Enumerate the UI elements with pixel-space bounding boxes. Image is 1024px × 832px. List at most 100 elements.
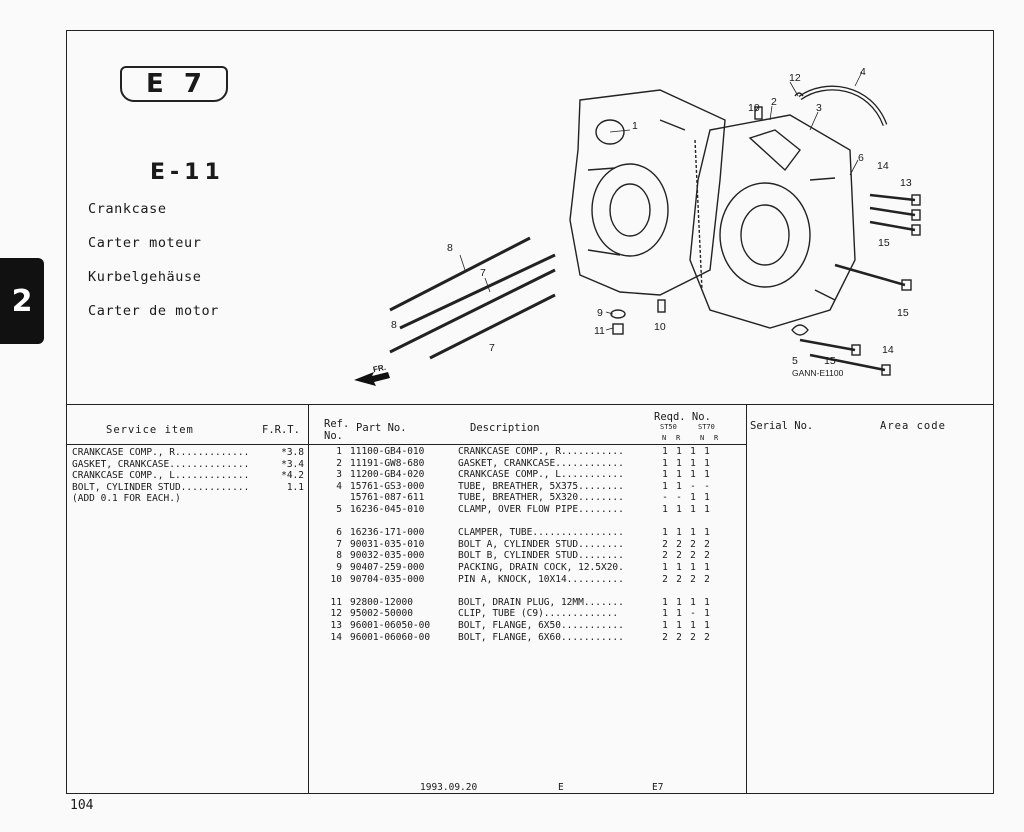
quantity-cell: 1 [662, 503, 668, 515]
callout-2: 2 [771, 96, 777, 108]
part-description: CLAMP, OVER FLOW PIPE........ [458, 503, 624, 515]
crankcase-left [569, 89, 726, 296]
quantity-cell: 1 [662, 596, 668, 608]
ref-number: 14 [330, 631, 342, 643]
quantity-cell: 1 [690, 503, 696, 515]
part-number: 11100-GB4-010 [350, 446, 425, 457]
quantity-cell: 1 [662, 619, 668, 631]
chapter-tab: 2 [0, 258, 44, 344]
model-st50: ST50 [660, 423, 677, 431]
quantity-cell: 2 [690, 550, 696, 562]
quantity-cell: 1 [676, 619, 682, 631]
callout-13: 13 [900, 177, 912, 189]
part-row: 5 16236-045-010 CLAMP, OVER FLOW PIPE.....… [322, 504, 714, 516]
badge-letter: E [146, 69, 164, 99]
table-divider-right [746, 404, 747, 794]
col-n1: N [662, 434, 667, 442]
callout-8: 8 [447, 242, 453, 254]
service-row: (ADD 0.1 FOR EACH.) [72, 493, 181, 505]
ref-number [322, 492, 342, 504]
quantity-cell: 1 [704, 457, 710, 469]
callout-7b: 7 [489, 342, 495, 354]
callout-8b: 8 [391, 319, 397, 331]
ref-number: 6 [336, 527, 342, 539]
part-description: CRANKCASE COMP., L........... [458, 469, 624, 481]
quantity-cell: 1 [704, 492, 710, 504]
quantity-cell: 1 [662, 469, 668, 481]
callout-6: 6 [858, 152, 864, 164]
part-number: 15761-087-611 [350, 492, 425, 504]
quantity-cell: 1 [662, 561, 668, 573]
part-number: 96001-06060-00 [350, 631, 431, 643]
quantity-cell: 2 [704, 550, 710, 562]
ref-number: 7 [336, 538, 342, 550]
callout-11: 11 [594, 325, 605, 337]
part-description: PIN A, KNOCK, 10X14.......... [458, 573, 624, 585]
section-code: E-11 [150, 160, 225, 185]
ref-number: 11 [330, 596, 342, 608]
part-number: 90032-035-000 [350, 550, 425, 562]
area-code-header: Area code [880, 420, 946, 432]
quantity-cell: 1 [690, 619, 696, 631]
ref-number: 8 [336, 550, 342, 562]
quantity-cell: 2 [662, 631, 668, 643]
service-items: CRANKCASE COMP., R.............*3.8 GASK… [72, 447, 304, 505]
parts-list: 1 11100-GB4-010 CRANKCASE COMP., R........… [322, 446, 714, 643]
ref-number: 4 [336, 480, 342, 492]
part-description: CRANKCASE COMP., R........... [458, 446, 624, 457]
col-r1: R [676, 434, 681, 442]
col-r2: R [714, 434, 719, 442]
callout-15c: 15 [824, 355, 836, 367]
service-row: GASKET, CRANKCASE..............*3.4 [72, 458, 304, 470]
quantity-cell: 2 [690, 631, 696, 643]
service-header-rule [66, 444, 308, 445]
part-description: BOLT, FLANGE, 6X60........... [458, 631, 624, 643]
quantity-cell: 1 [676, 561, 682, 573]
callout-10: 10 [748, 102, 760, 114]
service-row: CRANKCASE COMP., L.............*4.2 [72, 470, 304, 482]
part-description: BOLT, FLANGE, 6X50........... [458, 619, 624, 631]
part-number: 11200-GB4-020 [350, 469, 425, 481]
part-number: 16236-045-010 [350, 503, 425, 515]
quantity-cell: 1 [704, 503, 710, 515]
col-n2: N [700, 434, 705, 442]
table-top-border [66, 404, 994, 405]
quantity-cell: 1 [662, 446, 668, 457]
revision-date: 1993.09.20 [420, 782, 478, 793]
ref-number: 3 [336, 469, 342, 481]
part-description: GASKET, CRANKCASE............ [458, 457, 624, 469]
quantity-cell: 2 [676, 573, 682, 585]
frt-header: F.R.T. [262, 424, 300, 436]
quantity-cell: 1 [676, 503, 682, 515]
part-row: 1 11100-GB4-010 CRANKCASE COMP., R........… [322, 446, 714, 458]
quantity-cell: 1 [704, 608, 710, 620]
quantity-cell: 2 [704, 631, 710, 643]
quantity-cell: 1 [676, 457, 682, 469]
callout-5: 5 [792, 355, 798, 367]
diagram-drawing [354, 71, 921, 386]
figure-code: GANN-E1100 [792, 368, 844, 378]
quantity-cell: 2 [690, 573, 696, 585]
quantity-cell: 1 [662, 527, 668, 539]
quantity-cell: 1 [676, 527, 682, 539]
part-number: 96001-06050-00 [350, 619, 431, 631]
callout-4: 4 [860, 66, 866, 78]
quantity-cell: 2 [690, 538, 696, 550]
quantity-cell: - [690, 608, 696, 620]
parts-header-rule [308, 444, 746, 445]
quantity-cell: 2 [676, 538, 682, 550]
callout-12: 12 [789, 72, 801, 84]
ref-number: 13 [330, 619, 342, 631]
part-no-header: Part No. [356, 422, 407, 434]
page-number: 104 [70, 798, 94, 813]
quantity-cell: 1 [676, 480, 682, 492]
description-header: Description [470, 422, 540, 434]
ref-number: 5 [336, 503, 342, 515]
